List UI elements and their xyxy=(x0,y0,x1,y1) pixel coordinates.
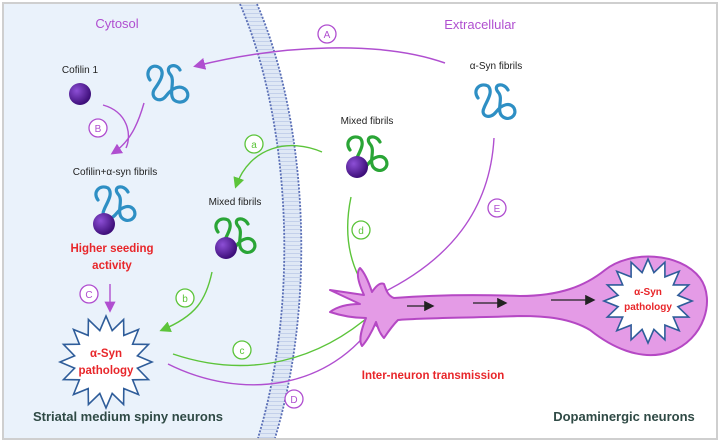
svg-text:d: d xyxy=(358,226,364,237)
path-E-arrow xyxy=(377,137,495,296)
asyn-fibril-icon xyxy=(146,64,190,104)
step-A-badge: A xyxy=(317,24,337,44)
higher-seeding-label-line1: Higher seeding xyxy=(70,243,153,255)
pathology-left-line1: α-Syn xyxy=(90,348,122,360)
svg-text:C: C xyxy=(85,290,92,301)
pathology-right-line2: pathology xyxy=(624,302,672,313)
inter-neuron-transmission-label: Inter-neuron transmission xyxy=(362,370,505,382)
svg-text:B: B xyxy=(95,124,102,135)
cofilin-protein-icon xyxy=(69,83,91,105)
extracellular-label: Extracellular xyxy=(444,17,516,32)
dopaminergic-neurons-label: Dopaminergic neurons xyxy=(553,409,695,424)
cytosol-label: Cytosol xyxy=(95,16,138,31)
pathology-starburst-right xyxy=(601,256,695,346)
path-D-arrow xyxy=(167,315,380,386)
cofilin-asyn-complex-icon xyxy=(93,185,137,235)
step-C-badge: C xyxy=(79,284,99,304)
striatal-neurons-label: Striatal medium spiny neurons xyxy=(33,409,223,424)
path-B-arrow xyxy=(110,102,145,155)
higher-seeding-label-line2: activity xyxy=(92,260,132,272)
step-b-badge: b xyxy=(175,288,195,308)
cofilin-label: Cofilin 1 xyxy=(62,65,99,76)
path-b-arrow xyxy=(159,271,213,332)
mixed-fibrils-inside-label: Mixed fibrils xyxy=(209,197,262,208)
svg-text:A: A xyxy=(324,30,331,41)
step-B-badge: B xyxy=(88,118,108,138)
step-a-badge: a xyxy=(244,134,264,154)
path-c-arrow xyxy=(172,310,377,367)
step-E-badge: E xyxy=(487,198,507,218)
svg-text:a: a xyxy=(251,140,257,151)
asyn-fibrils-outside-label: α-Syn fibrils xyxy=(470,61,522,72)
path-B-curve xyxy=(102,104,130,149)
cofilin-asyn-label: Cofilin+α-syn fibrils xyxy=(73,167,157,178)
pathology-left-line2: pathology xyxy=(79,365,135,377)
svg-text:b: b xyxy=(182,294,188,305)
path-A-arrow xyxy=(193,47,446,70)
path-a-arrow xyxy=(233,144,323,189)
svg-text:E: E xyxy=(494,204,501,215)
step-c-badge: c xyxy=(232,340,252,360)
asyn-fibril-outside-icon xyxy=(474,83,517,121)
dopaminergic-neuron xyxy=(329,255,708,357)
pathology-starburst-left xyxy=(57,313,155,411)
cell-membrane xyxy=(239,3,303,439)
cytosol-region xyxy=(4,4,285,438)
svg-text:D: D xyxy=(290,395,297,406)
mixed-fibril-outside-icon xyxy=(346,135,389,178)
step-d-badge: d xyxy=(351,220,371,240)
step-D-badge: D xyxy=(284,389,304,409)
svg-text:c: c xyxy=(240,346,245,357)
mixed-fibril-inside-icon xyxy=(214,217,257,259)
mixed-fibrils-outside-label: Mixed fibrils xyxy=(341,116,394,127)
pathology-right-line1: α-Syn xyxy=(634,287,662,298)
